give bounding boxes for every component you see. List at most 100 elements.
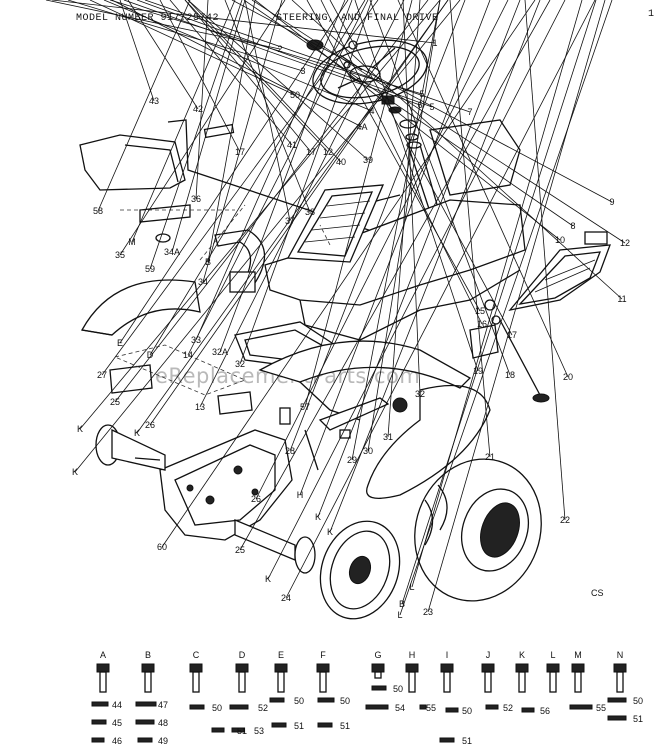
rear-tire [414,458,542,602]
callout-leader [195,0,346,341]
callout-c42: 42 [193,104,203,114]
callout-leader [207,0,256,263]
callout-c3: 3 [300,66,305,76]
callout-cL2: L [397,610,402,620]
hardware-item-h50e: 50 [462,706,472,716]
hardware-part-icon [521,707,535,713]
callout-leader [97,0,191,212]
callout-leader [51,0,436,44]
hardware-part-icon [419,704,427,710]
hardware-part-icon [317,722,333,728]
hardware-item-h52b: 52 [503,703,513,713]
callout-leader [367,0,441,452]
hardware-item-h46: 46 [112,736,122,746]
right-axle-hub [234,519,316,574]
hardware-letter-h: H [409,650,416,660]
bolt-shank-icon [549,671,557,693]
callout-leader [224,0,311,213]
bolt-shank-icon [144,671,152,693]
hardware-item-h50a: 50 [212,703,222,713]
callout-c17c: 17 [507,330,517,340]
callout-leader [202,0,283,283]
hardware-letter-f: F [320,650,326,660]
hardware-item-h53: 53 [254,726,264,736]
callout-leader [67,0,304,72]
hardware-letter-m: M [574,650,582,660]
hardware-part-icon [231,727,245,733]
bolt-shank-icon [99,671,107,693]
callout-cB2: B [399,599,405,609]
callout-c13: 13 [195,402,205,412]
callout-c36: 36 [191,194,201,204]
hardware-item-h47: 47 [158,700,168,710]
bolt-head-icon [189,663,203,673]
callout-leader [411,0,583,588]
hardware-letter-d: D [239,650,246,660]
callout-leader [285,0,596,599]
callout-leader [299,0,491,496]
callout-leader [524,0,566,521]
callout-leader [195,0,209,200]
hardware-part-icon [211,727,225,733]
hardware-letter-i: I [446,650,449,660]
callout-leader [387,0,421,438]
bolt-head-icon [571,663,585,673]
callout-c40: 40 [336,157,346,167]
left-footrest [286,184,385,263]
hardware-letter-n: N [617,650,624,660]
callout-leader [399,0,613,616]
callout-leader [184,0,312,153]
callout-leader [351,0,441,461]
drive-belt [366,384,491,499]
bolt-head-icon [613,663,627,673]
hardware-letter-j: J [486,650,491,660]
callout-cL1: L [409,582,414,592]
left-axle-hub [95,424,166,471]
callout-c41: 41 [287,140,297,150]
steering-bracket [469,299,550,403]
bolt-head-icon [546,663,560,673]
callout-leader [123,0,421,106]
callout-leader [304,0,413,408]
callout-cK6: K [265,574,271,584]
callout-c31: 31 [383,432,393,442]
callout-c9: 9 [609,197,614,207]
callout-c11: 11 [617,294,626,304]
callout-c39: 39 [363,155,373,165]
callout-c43: 43 [149,96,159,106]
callout-leader [317,0,521,518]
callout-c34a: 34A [164,247,180,257]
hardware-part-icon [189,704,205,710]
transaxle [159,429,293,541]
bolt-shank-icon [443,671,451,693]
hardware-item-h55a: 55 [426,703,436,713]
callout-cH: H [297,490,304,500]
hardware-item-h48: 48 [158,718,168,728]
callout-leader [136,0,449,434]
hardware-item-h54: 54 [395,703,405,713]
bolt-shank-icon [484,671,492,693]
callout-leader [144,0,471,113]
steering-wheel [312,39,428,105]
hardware-part-icon [135,701,157,707]
hardware-item-h51b: 51 [294,721,304,731]
callout-c58: 58 [93,206,103,216]
hardware-letter-e: E [278,650,284,660]
hardware-item-h51d: 51 [633,714,643,724]
plate-27 [109,364,153,394]
bolt-shank-icon [238,671,246,693]
callout-leader [243,0,574,227]
callout-c8: 8 [570,221,575,231]
plate-13 [217,391,253,415]
callout-c26a: 26 [145,420,155,430]
bolt-head-icon [405,663,419,673]
callout-leader [136,0,433,108]
bolt-shank-icon [277,671,285,693]
callout-leader [131,0,236,243]
callout-leader [231,0,613,203]
hardware-part-icon [135,719,155,725]
bolt-head-icon [274,663,288,673]
hardware-part-icon [485,704,499,710]
callout-cB1: B [205,257,211,267]
